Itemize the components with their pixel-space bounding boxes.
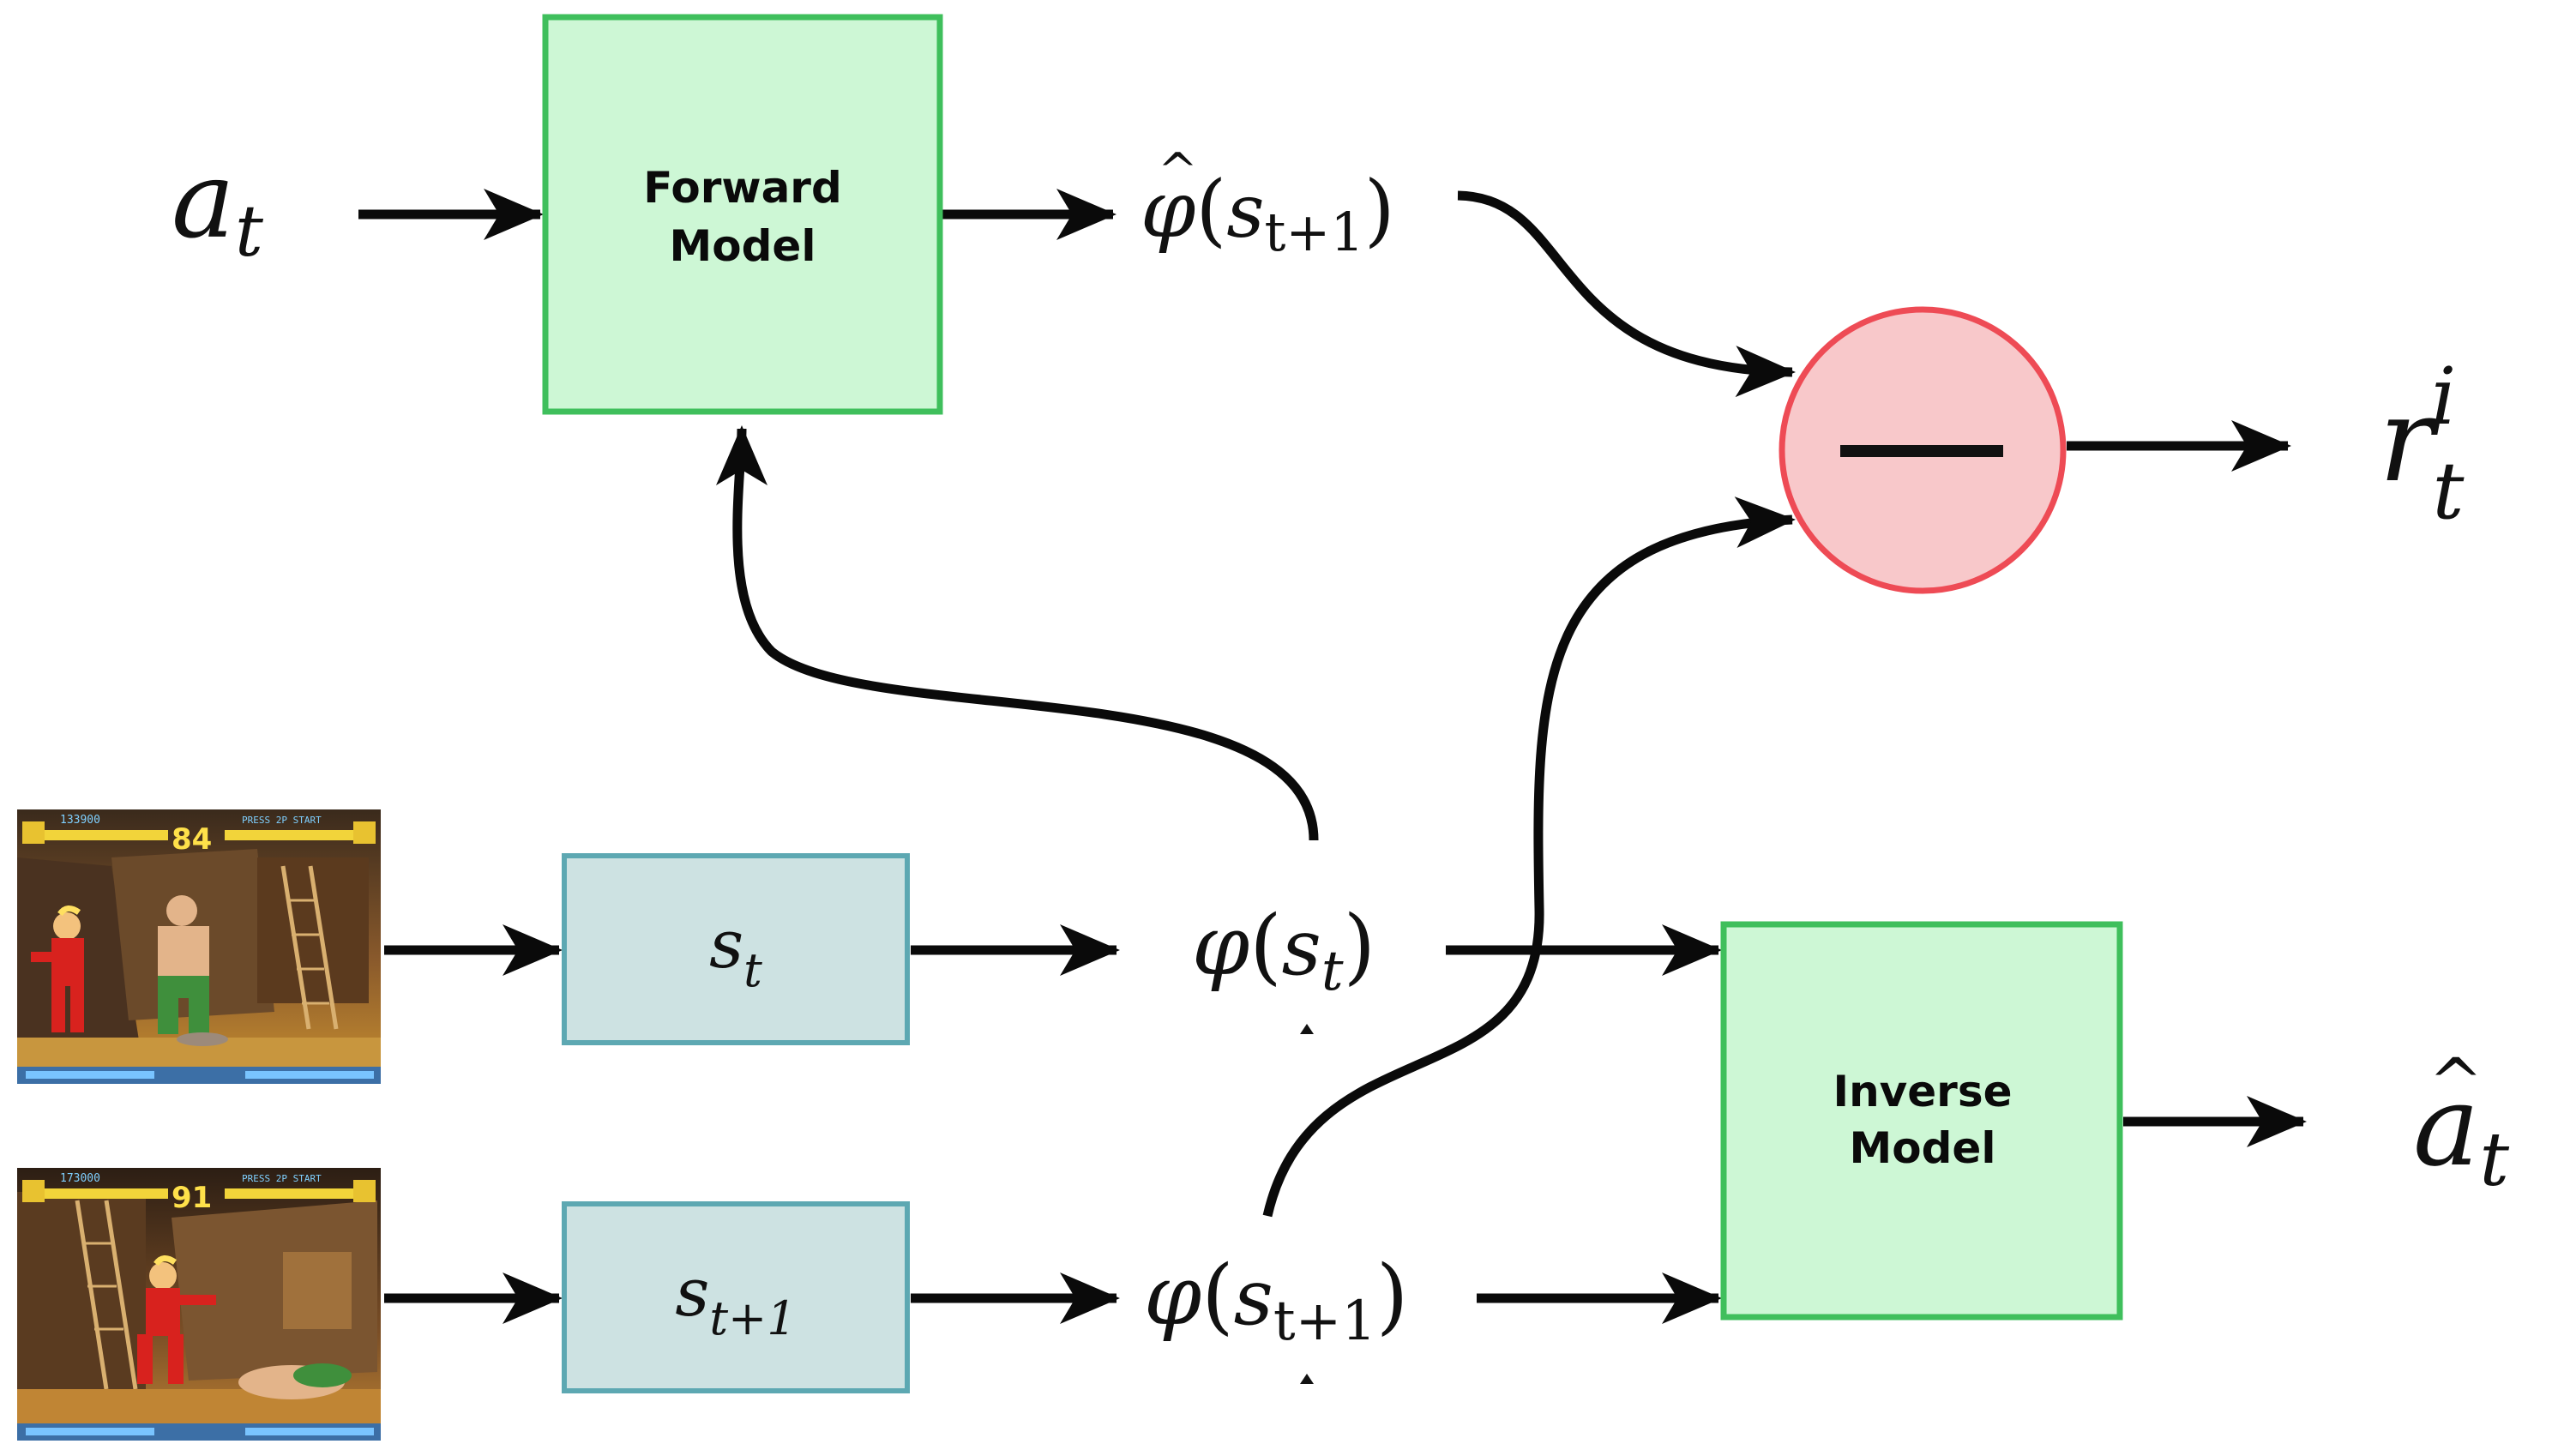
phi-t-label: φ(st) — [1192, 898, 1375, 1034]
frame-t-press-start: PRESS 2P START — [242, 815, 322, 826]
game-frame-t1: 91 173000 PRESS 2P START — [17, 1168, 381, 1441]
inverse-model-label-line2: Model — [1850, 1123, 1996, 1173]
hat-accent: ^ — [2429, 1044, 2483, 1120]
minus-sign-icon — [1840, 445, 2003, 457]
arrow-phi-hat-to-subtract — [1457, 190, 1796, 398]
tick-marker — [1300, 1374, 1314, 1384]
forward-model-label-line1: Forward — [643, 163, 842, 213]
svg-text:at: at — [2413, 1061, 2510, 1203]
forward-model-label-line2: Model — [670, 221, 816, 271]
frame-t1-score: 173000 — [60, 1172, 100, 1185]
svg-text:φ(st): φ(st) — [1192, 898, 1375, 1003]
forward-model-box: Forward Model — [542, 14, 943, 415]
game-frame-t: 84 133900 PRESS 2P START — [17, 809, 381, 1084]
frame-t-timer: 84 — [172, 822, 212, 857]
state-t1-label: st+1 — [675, 1254, 796, 1345]
phi-hat-next-label: φ(st+1) ^ — [1141, 143, 1395, 263]
inverse-model-label-line1: Inverse — [1833, 1067, 2012, 1116]
action-hat-label: at ^ — [2413, 1044, 2510, 1203]
phi-t1-label: φ(st+1) — [1144, 1248, 1408, 1384]
state-t-box: st — [562, 853, 910, 1045]
arrow-phi-t-to-forward — [715, 425, 1319, 841]
subtract-node: − — [1779, 306, 2067, 594]
svg-text:φ(st+1): φ(st+1) — [1141, 164, 1395, 263]
hat-accent: ^ — [1158, 143, 1198, 199]
frame-t1-press-start: PRESS 2P START — [242, 1173, 322, 1184]
arrow-phi-t1-to-subtract — [1262, 496, 1796, 1218]
inverse-model-box: Inverse Model — [1720, 921, 2123, 1321]
frame-t1-timer: 91 — [172, 1181, 212, 1215]
state-t1-box: st+1 — [562, 1201, 910, 1393]
svg-text:φ(st+1): φ(st+1) — [1144, 1248, 1408, 1353]
frame-t-score: 133900 — [60, 814, 100, 827]
tick-marker — [1300, 1024, 1314, 1034]
state-t-label: st — [709, 906, 762, 997]
action-input-label: at — [172, 139, 264, 273]
